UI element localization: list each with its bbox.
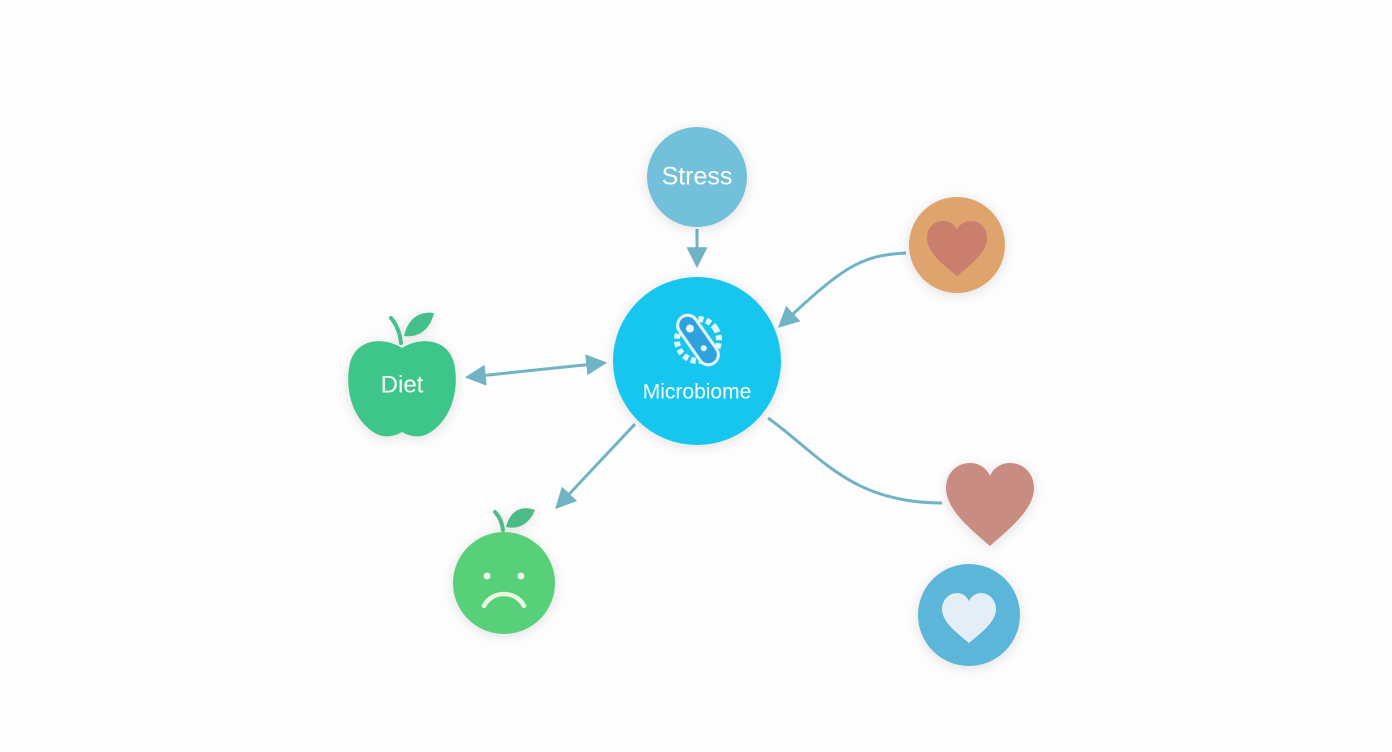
- microbiome-circle: [613, 277, 781, 445]
- heart-icon: [942, 593, 996, 643]
- sad-apple-icon: [453, 532, 555, 634]
- orange-heart-node[interactable]: [909, 197, 1005, 293]
- orange-heart-to-microbiome-arrow: [777, 251, 907, 328]
- microbiome-to-sad-apple-arrow: [555, 422, 637, 510]
- sad-face-icon: [481, 572, 527, 609]
- heart-icon: [927, 221, 987, 276]
- stress-circle: [647, 127, 747, 227]
- apple-icon: [348, 341, 456, 437]
- microbiome-node[interactable]: Microbiome: [613, 277, 781, 445]
- sad-apple-stem: [493, 510, 505, 532]
- diet-microbiome-bidirectional-arrow: [464, 354, 608, 386]
- diet-node[interactable]: Diet: [348, 312, 456, 437]
- sad-apple-leaf: [506, 508, 535, 528]
- sad-apple-node[interactable]: [453, 508, 555, 634]
- connectors: [464, 229, 943, 510]
- large-heart-node[interactable]: [946, 463, 1034, 546]
- stress-label: Stress: [662, 163, 733, 191]
- apple-stem: [389, 316, 403, 345]
- microbiome-to-heart-connector: [767, 416, 943, 505]
- diet-label: Diet: [381, 371, 424, 398]
- microbe-icon: [674, 313, 722, 367]
- microbiome-label: Microbiome: [643, 381, 752, 404]
- blue-heart-node[interactable]: [918, 564, 1020, 666]
- heart-icon: [946, 463, 1034, 546]
- apple-leaf: [404, 312, 434, 337]
- stress-node[interactable]: Stress: [647, 127, 747, 227]
